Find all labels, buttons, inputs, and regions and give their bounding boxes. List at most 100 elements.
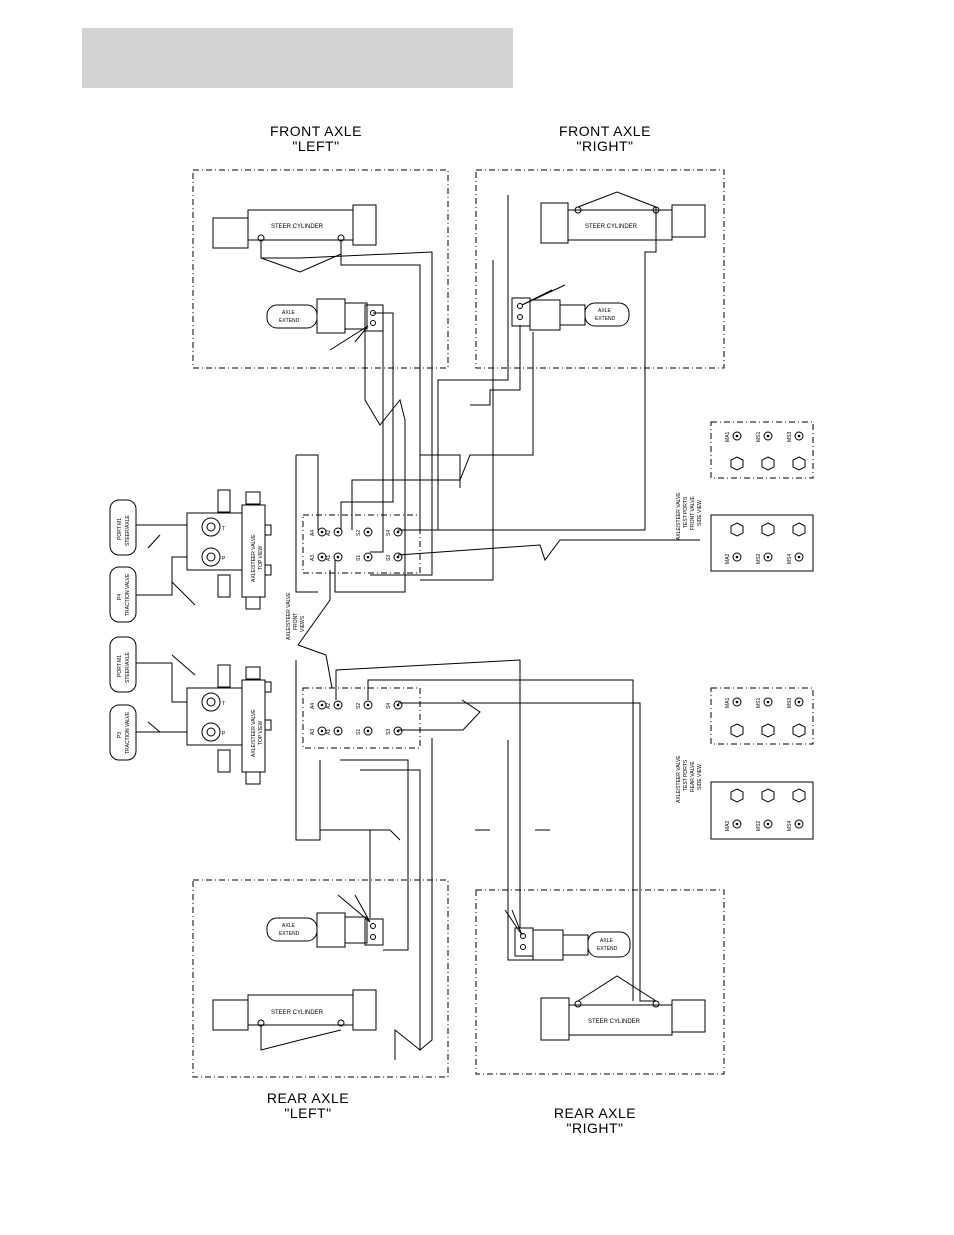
- svg-text:FRONT: FRONT: [293, 613, 299, 630]
- svg-text:S1: S1: [356, 729, 362, 735]
- front-hydraulic-lines: [261, 195, 700, 593]
- svg-text:TRACTION VALVE: TRACTION VALVE: [125, 573, 131, 616]
- svg-text:MA2: MA2: [725, 821, 731, 832]
- rear-axle-left-title: REAR AXLE "LEFT": [198, 1091, 418, 1121]
- svg-text:TEST PORTS: TEST PORTS: [683, 496, 689, 528]
- svg-text:S3: S3: [386, 729, 392, 735]
- front-port-panel: A4 A2 S2 S4 A3 A1 S1 S3: [302, 514, 421, 574]
- svg-text:MS2: MS2: [756, 821, 762, 832]
- svg-text:TOP VIEW: TOP VIEW: [258, 720, 264, 745]
- rear-right-steer-cylinder: STEER CYLINDER: [540, 975, 706, 1041]
- svg-text:AXLE/STEER VALVE: AXLE/STEER VALVE: [676, 492, 682, 540]
- steer-cylinder-label: STEER CYLINDER: [271, 1010, 324, 1016]
- svg-text:P4: P4: [117, 594, 123, 600]
- svg-text:AXLE/STEER VALVE: AXLE/STEER VALVE: [251, 534, 257, 582]
- rear-right-axle-extend: AXLE EXTEND: [504, 909, 631, 961]
- svg-text:A1: A1: [326, 555, 332, 561]
- front-test-ports: MA1 MS1 MS3 MA2 MS2 MS4 AXLE/STEER VALVE…: [676, 421, 814, 572]
- svg-text:S2: S2: [356, 703, 362, 709]
- svg-text:TRACTION VALVE: TRACTION VALVE: [125, 711, 131, 754]
- front-valve-top-view: T P AXLE/STEER VALVE TOP VIEW: [136, 489, 272, 610]
- svg-text:AXLE/STEER VALVE: AXLE/STEER VALVE: [676, 755, 682, 803]
- svg-text:S4: S4: [386, 703, 392, 709]
- rear-hydraulic-lines: [295, 659, 656, 1060]
- axle-extend-label: EXTEND: [279, 931, 300, 937]
- title-line: "RIGHT": [566, 1120, 624, 1136]
- svg-text:MS4: MS4: [787, 821, 793, 832]
- rear-right-boundary: [475, 889, 725, 1075]
- svg-text:FRONT VALVE: FRONT VALVE: [690, 495, 696, 530]
- svg-text:MS1: MS1: [756, 432, 762, 443]
- front-right-boundary: [475, 169, 725, 369]
- title-line: "LEFT": [292, 138, 340, 154]
- port-m1-label-rear: PORT M1 STEER/AXLE: [109, 636, 137, 693]
- svg-text:T: T: [222, 701, 225, 707]
- svg-text:S2: S2: [356, 530, 362, 536]
- rear-left-boundary: [192, 879, 449, 1078]
- svg-text:S4: S4: [386, 530, 392, 536]
- rear-test-ports: MA1 MS1 MS3 MA2 MS2 MS4 AXLE/STEER VALVE…: [676, 687, 814, 840]
- svg-text:P: P: [222, 556, 226, 562]
- svg-text:MS1: MS1: [756, 698, 762, 709]
- rear-left-axle-extend: AXLE EXTEND: [266, 894, 384, 948]
- svg-text:S1: S1: [356, 555, 362, 561]
- axle-extend-label: EXTEND: [595, 316, 616, 322]
- svg-text:PORT M1: PORT M1: [117, 655, 123, 677]
- axle-extend-label: AXLE: [282, 310, 295, 316]
- rear-valve-top-view: T P AXLE/STEER VALVE TOP VIEW: [136, 654, 272, 785]
- svg-text:A2: A2: [326, 703, 332, 709]
- svg-text:P: P: [222, 731, 226, 737]
- svg-text:MS4: MS4: [787, 554, 793, 565]
- rear-axle-right-title: REAR AXLE "RIGHT": [485, 1106, 705, 1136]
- svg-text:A2: A2: [326, 530, 332, 536]
- p3-traction-label: P3 TRACTION VALVE: [109, 704, 137, 761]
- svg-text:MS3: MS3: [787, 432, 793, 443]
- svg-text:A3: A3: [310, 555, 316, 561]
- front-views-label: AXLE/STEER VALVE FRONT VIEWS: [286, 570, 333, 689]
- svg-text:TEST PORTS: TEST PORTS: [683, 759, 689, 791]
- svg-text:REAR VALVE: REAR VALVE: [690, 761, 696, 792]
- svg-text:AXLE/STEER VALVE: AXLE/STEER VALVE: [251, 709, 257, 757]
- title-line: REAR AXLE: [266, 1090, 350, 1106]
- svg-text:PORT M1: PORT M1: [117, 518, 123, 540]
- svg-text:A4: A4: [310, 530, 316, 536]
- rear-left-steer-cylinder: STEER CYLINDER: [212, 989, 377, 1051]
- svg-text:MA1: MA1: [725, 698, 731, 709]
- front-axle-right-title: FRONT AXLE "RIGHT": [495, 124, 715, 154]
- front-right-steer-cylinder: STEER CYLINDER: [540, 191, 706, 244]
- port-m1-label-front: PORT M1 STEER/AXLE: [109, 499, 137, 556]
- svg-text:SIDE VIEW: SIDE VIEW: [697, 500, 703, 526]
- svg-text:SIDE VIEW: SIDE VIEW: [697, 764, 703, 790]
- svg-text:A4: A4: [310, 703, 316, 709]
- title-line: FRONT AXLE: [270, 123, 362, 139]
- title-line: "LEFT": [284, 1105, 332, 1121]
- axle-extend-label: AXLE: [598, 308, 611, 314]
- svg-text:TOP VIEW: TOP VIEW: [258, 545, 264, 570]
- svg-text:A3: A3: [310, 729, 316, 735]
- svg-text:A1: A1: [326, 729, 332, 735]
- svg-text:P3: P3: [117, 732, 123, 738]
- svg-text:MA1: MA1: [725, 432, 731, 443]
- header-bar: [82, 28, 513, 88]
- svg-text:MS2: MS2: [756, 554, 762, 565]
- front-left-boundary: [192, 169, 449, 369]
- svg-text:S3: S3: [386, 555, 392, 561]
- svg-text:MS3: MS3: [787, 698, 793, 709]
- front-left-steer-cylinder: STEER CYLINDER: [212, 204, 377, 273]
- steer-cylinder-label: STEER CYLINDER: [585, 224, 638, 230]
- svg-text:AXLE/STEER VALVE: AXLE/STEER VALVE: [286, 592, 292, 640]
- front-right-axle-extend: AXLE EXTEND: [511, 284, 630, 331]
- front-left-axle-extend: AXLE EXTEND: [266, 298, 384, 351]
- title-line: "RIGHT": [576, 138, 634, 154]
- svg-text:VIEWS: VIEWS: [300, 615, 306, 632]
- title-line: FRONT AXLE: [559, 123, 651, 139]
- svg-text:STEER/AXLE: STEER/AXLE: [125, 514, 131, 546]
- axle-extend-label: AXLE: [282, 923, 295, 929]
- axle-extend-label: EXTEND: [279, 318, 300, 324]
- p4-traction-label: P4 TRACTION VALVE: [109, 566, 137, 623]
- rear-port-panel: A4 A2 S2 S4 A3 A1 S1 S3: [302, 687, 421, 749]
- axle-extend-label: AXLE: [600, 938, 613, 944]
- steer-cylinder-label: STEER CYLINDER: [271, 224, 324, 230]
- title-line: REAR AXLE: [553, 1105, 637, 1121]
